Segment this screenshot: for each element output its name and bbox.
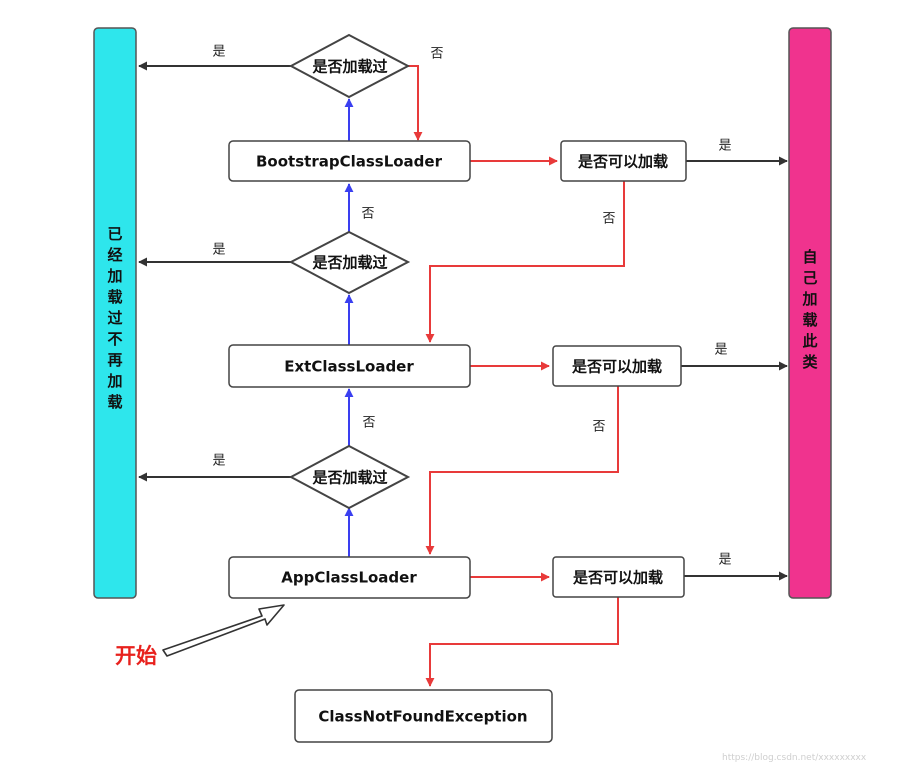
left-bar-char: 不 [107,330,122,348]
left-bar-char: 再 [107,351,122,369]
arrow-check1-no [408,65,423,141]
start-label: 开始 [115,644,157,668]
edge-label-yes: 是 [718,139,731,154]
right-bar-char: 此 [802,332,817,350]
edge-label-no: 否 [592,420,605,435]
left-bar-char: 已 [107,225,122,243]
edge-label-yes: 是 [714,343,727,358]
arrow-canload1-no [425,181,625,343]
edge-label-no: 否 [361,207,374,222]
can-load-box-1: 是否可以加载 [560,140,687,182]
right-bar-char: 自 [802,248,817,266]
decision-label: 是否加载过 [311,254,387,272]
left-bar-char: 载 [107,288,122,306]
left-bar-char: 加 [106,372,122,390]
can-load-label: 是否可以加载 [577,153,668,171]
class-not-found-exception-box: ClassNotFoundException [294,689,553,743]
watermark: https://blog.csdn.net/xxxxxxxxx [722,753,867,763]
right-bar-text: 自 己 加 载 此 类 [801,248,818,371]
right-bar [788,27,832,599]
edge-label-no: 否 [602,212,615,227]
app-class-loader-label: AppClassLoader [281,569,417,587]
edge-label-yes: 是 [212,243,225,258]
arrow-canload2-no [425,386,619,555]
can-load-label: 是否可以加载 [572,569,663,587]
left-bar-text: 已 经 加 载 过 不 再 加 载 [106,225,122,411]
start-arrow [162,604,285,657]
decision-label: 是否加载过 [311,58,387,76]
can-load-label: 是否可以加载 [571,358,662,376]
ext-class-loader-label: ExtClassLoader [284,358,414,376]
arrow-canload3-no [425,597,619,687]
decision-loaded-check-3: 是否加载过 [288,444,411,510]
can-load-box-2: 是否可以加载 [552,345,682,387]
left-bar-char: 经 [107,246,122,264]
decision-label: 是否加载过 [311,469,387,487]
bootstrap-class-loader-box: BootstrapClassLoader [228,140,471,182]
left-bar-char: 加 [106,267,122,285]
left-bar-char: 载 [107,393,122,411]
right-bar-char: 类 [802,353,818,371]
right-bar-char: 载 [802,311,817,329]
can-load-box-3: 是否可以加载 [552,556,685,598]
edge-label-yes: 是 [212,45,225,60]
class-not-found-exception-label: ClassNotFoundException [318,708,527,726]
left-bar [93,27,137,599]
edge-label-no: 否 [430,47,443,62]
ext-class-loader-box: ExtClassLoader [228,344,471,388]
bootstrap-class-loader-label: BootstrapClassLoader [256,153,443,171]
app-class-loader-box: AppClassLoader [228,556,471,599]
decision-loaded-check-1: 是否加载过 [288,33,411,99]
decision-loaded-check-2: 是否加载过 [288,230,411,295]
edge-label-no: 否 [362,416,375,431]
edge-label-yes: 是 [718,553,731,568]
edge-label-yes: 是 [212,454,225,469]
right-bar-char: 加 [801,290,817,308]
left-bar-char: 过 [107,309,122,327]
right-bar-char: 己 [802,269,817,287]
